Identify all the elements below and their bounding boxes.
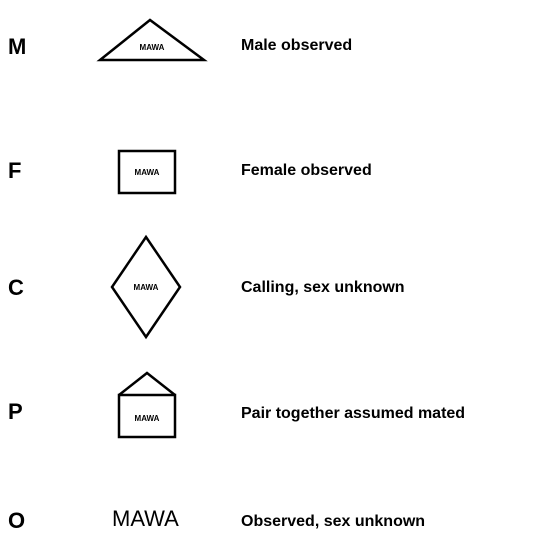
square-symbol-icon: MAWA [117,149,179,195]
symbol-label: MAWA [135,414,160,423]
legend-description: Calling, sex unknown [241,279,405,296]
species-code-text: MAWA [112,506,179,531]
symbol-label: MAWA [135,168,160,177]
legend-description: Male observed [241,37,353,54]
legend-description: Observed, sex unknown [241,513,426,530]
legend-code: O [8,508,26,533]
house-symbol-icon: MAWA [117,371,179,439]
legend-description: Pair together assumed mated [241,405,466,422]
legend-code: C [8,275,24,300]
symbol-label: MAWA [140,43,165,52]
legend-code: F [8,158,22,183]
legend-description: Female observed [241,162,372,179]
triangle-symbol-icon: MAWA [96,17,208,63]
diamond-symbol-icon: MAWA [110,234,182,341]
legend-code: M [8,34,27,59]
legend-code: P [8,399,23,424]
symbol-label: MAWA [134,283,159,292]
